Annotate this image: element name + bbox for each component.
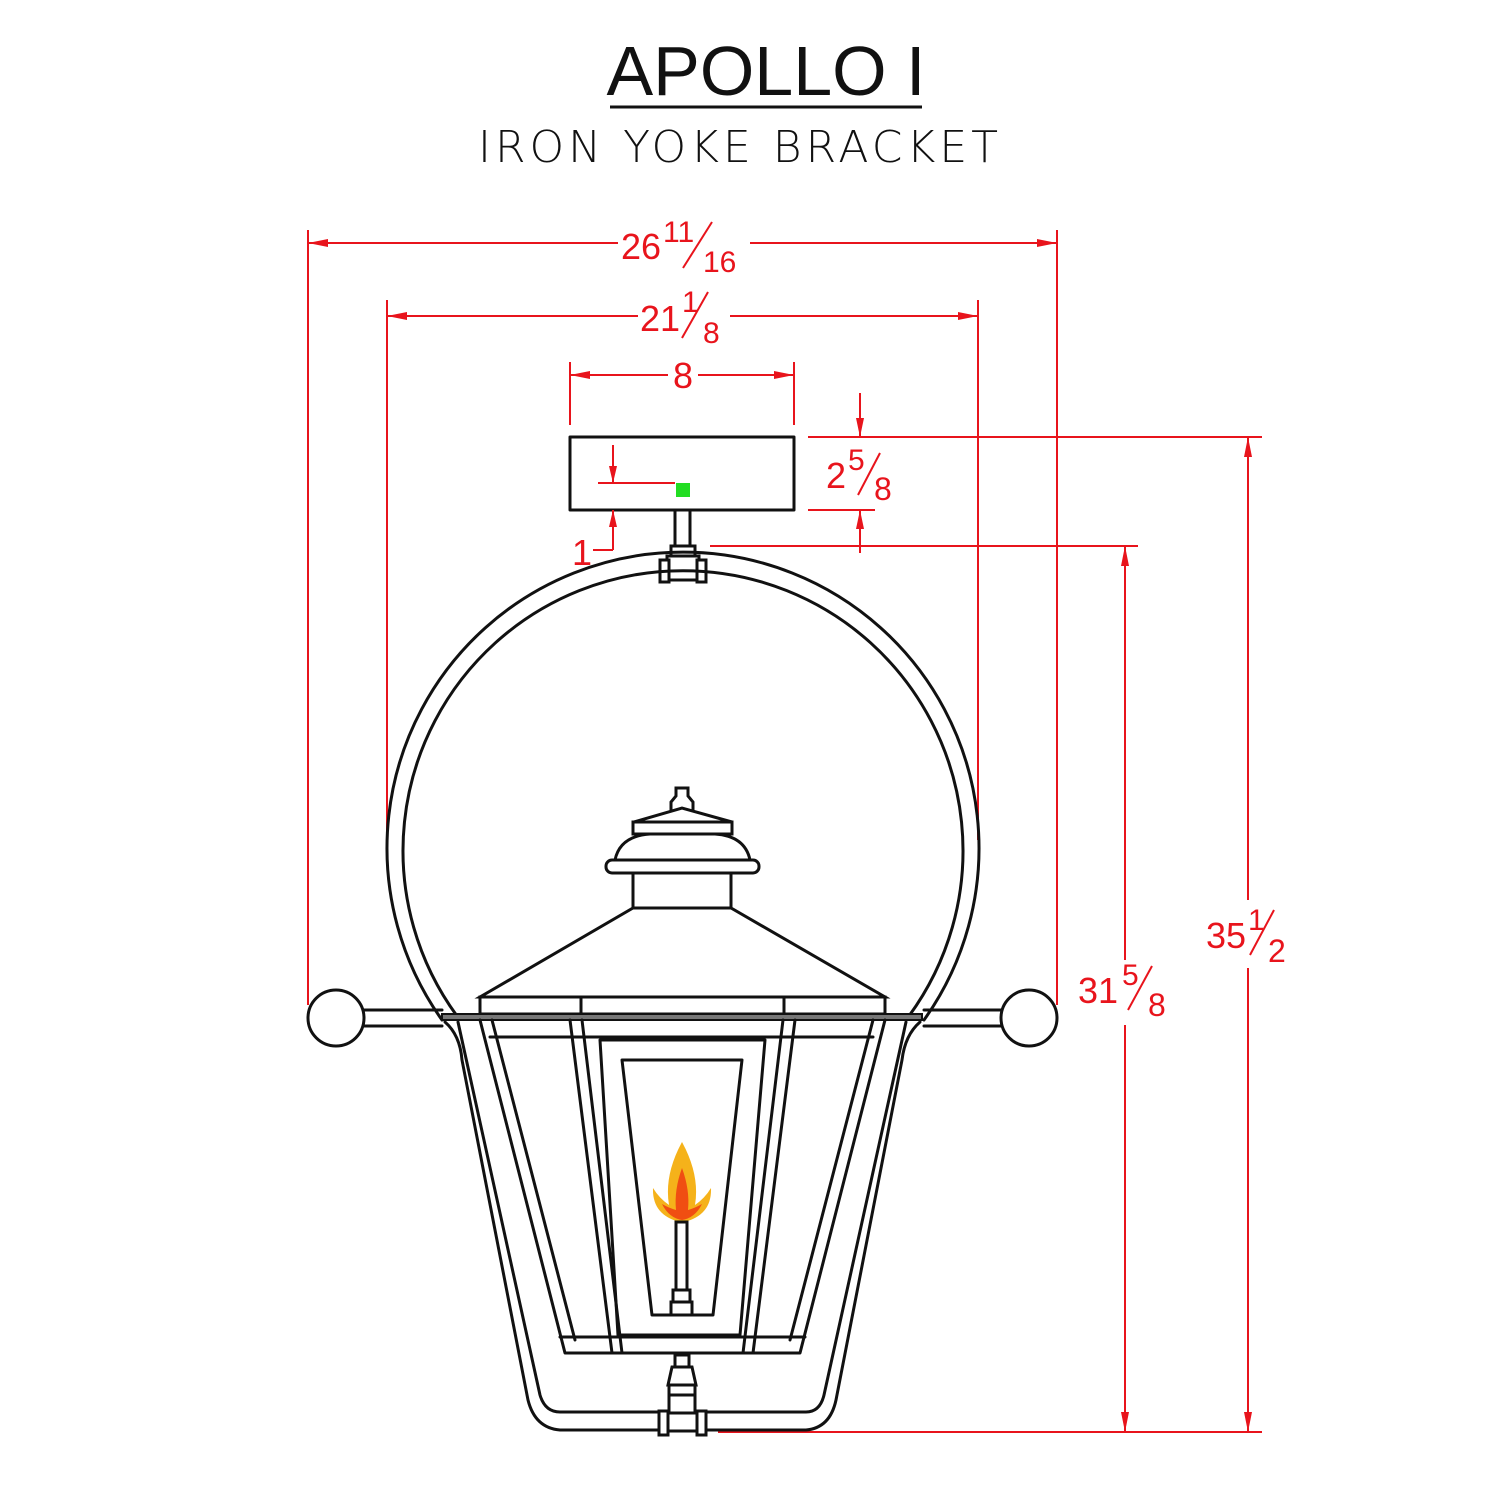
svg-text:5: 5 [1122,959,1139,992]
svg-text:1: 1 [1248,904,1265,937]
dimension-canopy-width: 8 [569,355,795,425]
dimension-body-height: 31 5 8 [1078,546,1166,1432]
canopy-plate [568,435,796,512]
dimension-yoke-width: 21 1 8 [386,286,979,840]
svg-text:1: 1 [572,532,592,573]
mount-marker [676,483,690,497]
svg-text:1: 1 [682,286,699,319]
flame-icon [652,1142,712,1222]
svg-text:2: 2 [826,455,846,496]
dimension-overall-width: 26 11 16 [307,216,1058,1005]
subtitle: IRON YOKE BRACKET [478,122,1002,173]
svg-text:5: 5 [848,444,865,477]
svg-text:11: 11 [663,216,694,249]
bottom-gas-fitting [657,1353,708,1437]
lantern-roof [441,786,923,1021]
burner [669,1220,694,1317]
dimension-canopy-height: 2 5 8 [808,393,1262,553]
svg-text:8: 8 [703,317,720,350]
iron-yoke [306,550,1059,1048]
right-ball-finial [999,988,1059,1048]
title: APOLLO I [606,32,925,110]
dimension-overall-height: 35 1 2 [1206,437,1286,1432]
svg-text:8: 8 [673,355,693,396]
svg-text:31: 31 [1078,970,1118,1011]
dimension-stem-offset: 1 [572,445,675,573]
svg-text:26: 26 [621,226,661,267]
left-ball-finial [306,988,366,1048]
svg-text:21: 21 [640,298,680,339]
svg-text:8: 8 [1148,987,1166,1023]
svg-text:16: 16 [703,246,736,279]
svg-text:2: 2 [1268,933,1286,969]
svg-text:8: 8 [874,471,892,507]
svg-text:35: 35 [1206,915,1246,956]
